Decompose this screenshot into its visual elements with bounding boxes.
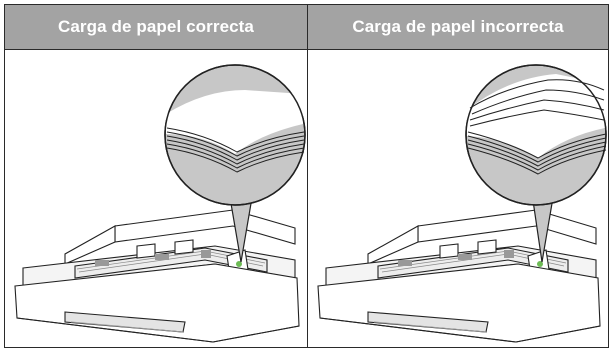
- tray-illustration-correct: [14, 64, 306, 343]
- comparison-figure: Carga de papel correcta: [4, 4, 609, 348]
- paper-tray: [14, 209, 300, 343]
- panel-title-incorrect: Carga de papel incorrecta: [308, 5, 608, 50]
- panel-correct-loading: Carga de papel correcta: [5, 5, 307, 347]
- zoom-callout-incorrect: [465, 64, 607, 206]
- tray-illustration-incorrect: [317, 64, 607, 343]
- panel-incorrect-loading: Carga de papel incorrecta: [307, 5, 608, 347]
- zoom-callout-correct: [164, 64, 306, 206]
- panel-title-correct: Carga de papel correcta: [5, 5, 307, 50]
- paper-tray: [317, 209, 601, 343]
